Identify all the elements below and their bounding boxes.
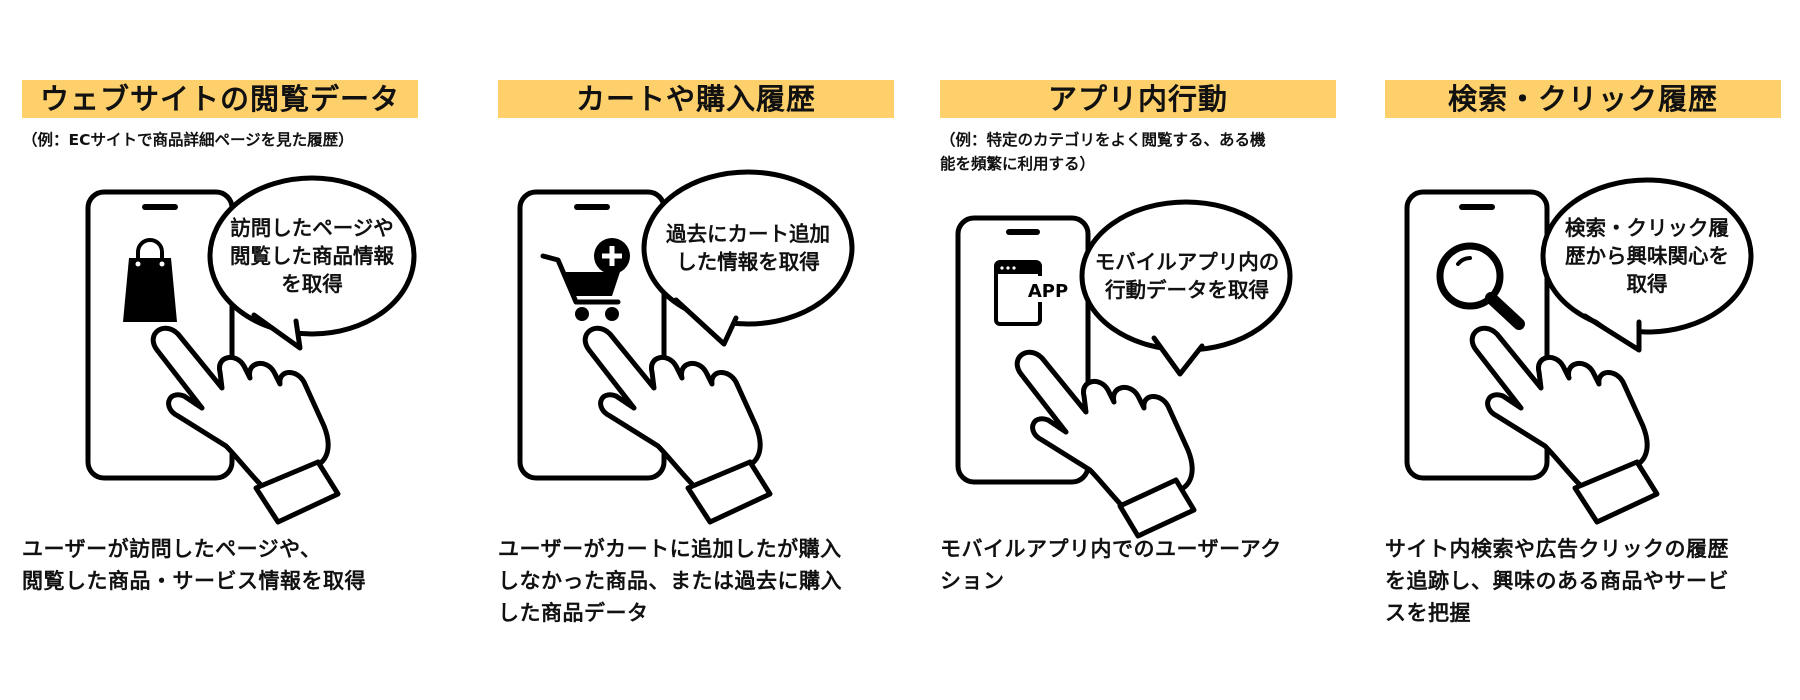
phone-illustration <box>1404 177 1754 525</box>
panel-title: ウェブサイトの閲覧データ <box>22 80 418 118</box>
panel-title: カートや購入履歴 <box>498 80 894 118</box>
pointing-hand-icon <box>1014 349 1197 539</box>
app-window-icon: APP <box>994 260 1068 326</box>
panel-website-browsing: ウェブサイトの閲覧データ （例：ECサイトで商品詳細ページを見た履歴） 訪問した… <box>22 0 422 700</box>
pointing-hand-icon <box>1469 325 1660 525</box>
phone-illustration: APP <box>955 199 1293 539</box>
panel-title: 検索・クリック履歴 <box>1385 80 1781 118</box>
speech-bubble: 訪問したページや 閲覧した商品情報 を取得 <box>230 216 394 296</box>
speech-bubble: 過去にカート追加 した情報を取得 <box>666 222 830 274</box>
speech-bubble: 検索・クリック履 歴から興味関心を 取得 <box>1565 216 1729 296</box>
speech-bubble: モバイルアプリ内の 行動データを取得 <box>1094 250 1280 302</box>
panel-cart-history: カートや購入履歴 過去にカート追加 した情報を取得 ユーザーがカートに追加したが… <box>498 0 898 700</box>
pointing-hand-icon <box>150 325 341 525</box>
magnifier-icon <box>1436 242 1525 330</box>
panel-title: アプリ内行動 <box>940 80 1336 118</box>
app-label: APP <box>1028 281 1068 302</box>
shopping-bag-icon <box>123 238 177 322</box>
panel-description: ユーザーが訪問したページや、 閲覧した商品・サービス情報を取得 <box>22 537 366 593</box>
panel-description: サイト内検索や広告クリックの履歴 を追跡し、興味のある商品やサービ スを把握 <box>1385 537 1729 625</box>
panel-app-activity: アプリ内行動 （例：特定のカテゴリをよく閲覧する、ある機 能を頻繁に利用する） … <box>940 0 1340 700</box>
panel-description: ユーザーがカートに追加したが購入 しなかった商品、または過去に購入 した商品デー… <box>498 537 842 625</box>
panel-example-note: （例：ECサイトで商品詳細ページを見た履歴） <box>22 131 354 149</box>
pointing-hand-icon <box>582 325 773 525</box>
phone-illustration <box>85 175 417 525</box>
phone-illustration <box>517 169 855 525</box>
cart-plus-icon <box>540 238 630 321</box>
panel-example-note: （例：特定のカテゴリをよく閲覧する、ある機 能を頻繁に利用する） <box>940 131 1266 173</box>
panel-description: モバイルアプリ内でのユーザーアク ション <box>940 537 1282 593</box>
panel-search-click-history: 検索・クリック履歴 検索・クリック履 歴から興味関心を 取得 サイト内検索や広告… <box>1385 0 1785 700</box>
